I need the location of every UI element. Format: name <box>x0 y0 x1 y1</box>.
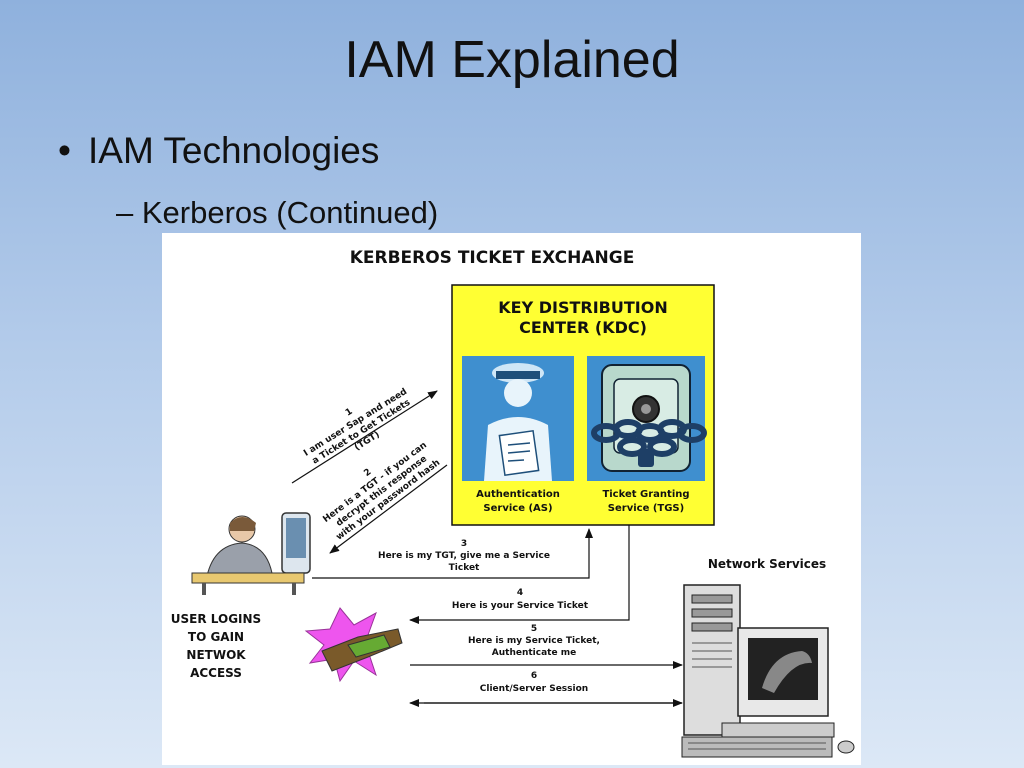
tgs-label-line1: Ticket Granting <box>602 489 689 500</box>
tgs-label-line2: Service (TGS) <box>608 503 684 514</box>
diagram-heading: KERBEROS TICKET EXCHANGE <box>350 248 635 268</box>
msg4-line1: Here is your Service Ticket <box>452 601 589 611</box>
user-label-line4: ACCESS <box>190 666 242 680</box>
kdc-title-line1: KEY DISTRIBUTION <box>498 298 667 317</box>
kerberos-diagram-svg: KERBEROS TICKET EXCHANGE KEY DISTRIBUTIO… <box>171 248 855 758</box>
arrow-4 <box>409 525 630 624</box>
sub-bullet-kerberos: – Kerberos (Continued) <box>116 195 439 230</box>
arrow-2 <box>329 464 448 554</box>
bullet-dot-icon: • <box>58 130 71 171</box>
msg5-line1: Here is my Service Ticket, <box>468 636 600 646</box>
user-label-line2: TO GAIN <box>188 630 244 644</box>
msg2-line2: decrypt this response <box>335 454 429 529</box>
msg5-line2: Authenticate me <box>492 648 576 658</box>
as-label-line1: Authentication <box>476 489 560 500</box>
slide-title: IAM Explained <box>344 31 680 89</box>
msg2-num: 2 <box>362 467 373 479</box>
handshake-icon <box>304 607 403 683</box>
arrow-1 <box>291 390 438 484</box>
kerberos-diagram: KERBEROS TICKET EXCHANGE KEY DISTRIBUTIO… <box>162 233 861 765</box>
network-server-icon <box>681 584 855 758</box>
bullet-text: IAM Technologies <box>88 130 380 171</box>
network-services-label: Network Services <box>708 557 826 571</box>
arrow-3 <box>312 528 593 579</box>
msg3-num: 3 <box>461 539 467 549</box>
msg1-line2: a Ticket to Get Tickets <box>311 398 413 467</box>
ticket-granting-vault-icon <box>587 356 707 481</box>
as-label-line2: Service (AS) <box>483 503 552 514</box>
msg3-line2: Ticket <box>449 563 480 573</box>
user-label-line1: USER LOGINS <box>171 612 261 626</box>
msg6-line1: Client/Server Session <box>480 684 588 694</box>
msg5-num: 5 <box>531 624 537 634</box>
msg6-num: 6 <box>531 671 537 681</box>
msg1-num: 1 <box>344 407 355 419</box>
msg4-num: 4 <box>517 588 523 598</box>
user-at-computer-icon <box>191 512 311 595</box>
user-label-line3: NETWOK <box>186 648 246 662</box>
msg3-line1: Here is my TGT, give me a Service <box>378 551 550 561</box>
kdc-title-line2: CENTER (KDC) <box>519 318 647 337</box>
authentication-service-icon <box>462 356 574 481</box>
bullet-iam-technologies: • IAM Technologies <box>58 130 379 172</box>
